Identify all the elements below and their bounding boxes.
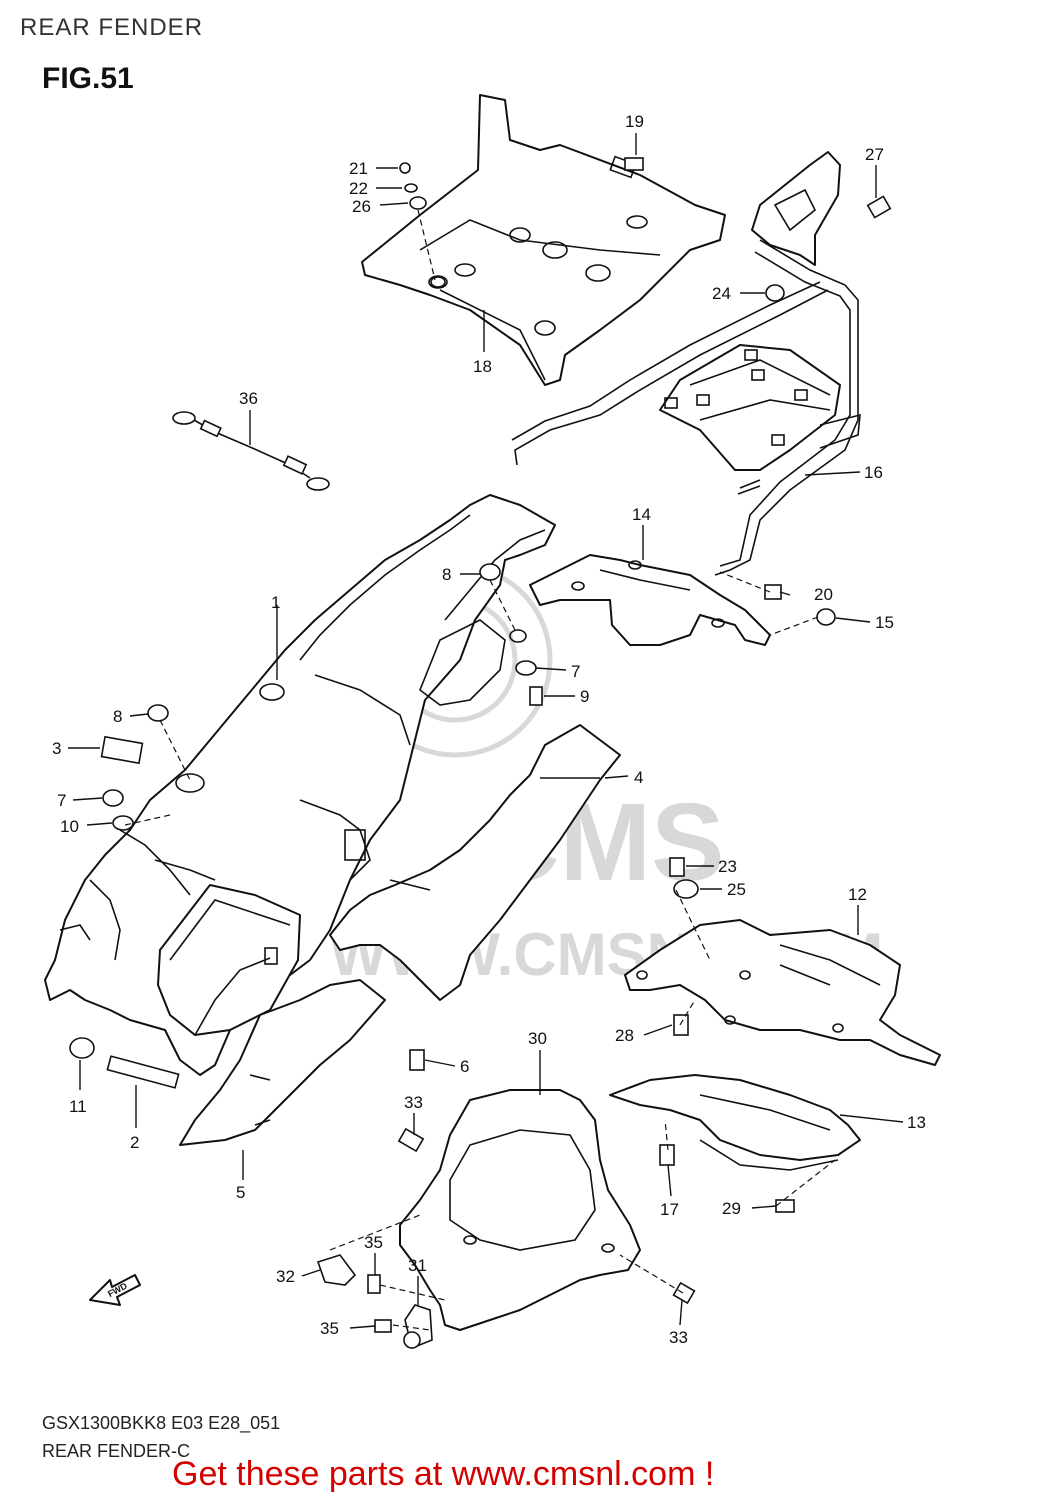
part-7-nut-2[interactable]: [515, 660, 537, 676]
part-11-cushion[interactable]: [69, 1037, 95, 1059]
part-12-cover[interactable]: [624, 919, 941, 1066]
part-6-bolt[interactable]: [409, 1049, 425, 1071]
callout-7-left[interactable]: 7: [57, 791, 66, 810]
part-32-bracket[interactable]: [316, 1254, 357, 1286]
part-18-tray[interactable]: [361, 94, 726, 386]
callout-12[interactable]: 12: [848, 885, 867, 904]
callout-2[interactable]: 2: [130, 1133, 139, 1152]
part-24-nut[interactable]: [765, 284, 785, 302]
part-29-screw[interactable]: [775, 1199, 795, 1213]
callout-19[interactable]: 19: [625, 112, 644, 131]
callout-16[interactable]: 16: [864, 463, 883, 482]
part-26-grommet[interactable]: [409, 196, 427, 210]
callout-34[interactable]: 35: [364, 1233, 383, 1252]
callout-10[interactable]: 10: [60, 817, 79, 836]
callout-35[interactable]: 35: [320, 1319, 339, 1338]
callout-25[interactable]: 25: [727, 880, 746, 899]
part-33-bolt[interactable]: [397, 1127, 425, 1153]
part-22-washer[interactable]: [404, 183, 418, 193]
callout-8[interactable]: 8: [442, 565, 451, 584]
callout-20[interactable]: 20: [814, 585, 833, 604]
part-14-bracket[interactable]: [529, 554, 771, 646]
hardware: [69, 157, 892, 1350]
part-20-bolt[interactable]: [764, 584, 782, 600]
callout-4[interactable]: 4: [634, 768, 643, 787]
part-17-bolt[interactable]: [659, 1144, 675, 1166]
part-1-rear-fender[interactable]: [44, 494, 556, 1076]
part-2-label[interactable]: [106, 1055, 180, 1089]
part-21-screw[interactable]: [399, 162, 411, 174]
part-8-grommet-2[interactable]: [147, 704, 169, 722]
part-9-bolt[interactable]: [529, 686, 543, 706]
callout-11[interactable]: 11: [69, 1097, 87, 1116]
part-5-sheet[interactable]: [179, 979, 386, 1146]
cta-link[interactable]: Get these parts at www.cmsnl.com !: [172, 1455, 715, 1493]
callout-8-left[interactable]: 8: [113, 707, 122, 726]
callout-14[interactable]: 14: [632, 505, 651, 524]
callout-9[interactable]: 9: [580, 687, 589, 706]
part-33-bolt-2[interactable]: [672, 1281, 696, 1305]
callout-3[interactable]: 3: [52, 739, 61, 758]
callout-13[interactable]: 13: [907, 1113, 926, 1132]
assembly-lines: [124, 209, 836, 1331]
callout-17[interactable]: 17: [660, 1200, 679, 1219]
callout-31[interactable]: 31: [408, 1256, 427, 1275]
part-7-nut[interactable]: [102, 789, 124, 807]
callout-22[interactable]: 22: [349, 179, 368, 198]
diagram-subtitle: REAR FENDER-C: [42, 1441, 191, 1461]
part-13-cover[interactable]: [609, 1074, 861, 1171]
callout-36[interactable]: 36: [239, 389, 258, 408]
part-30-cover[interactable]: [399, 1089, 641, 1331]
callout-15[interactable]: 15: [875, 613, 894, 632]
callout-6[interactable]: 6: [460, 1057, 469, 1076]
part-3-pad[interactable]: [100, 735, 144, 765]
part-36-cable[interactable]: [172, 411, 330, 491]
callout-24[interactable]: 24: [712, 284, 731, 303]
callout-29[interactable]: 29: [722, 1199, 741, 1218]
part-28-bolt[interactable]: [673, 1014, 689, 1036]
callout-labels: 21 22 26 19 27 24 18 36 16 14 8 20 15 1 …: [52, 112, 926, 1347]
part-27-bracket[interactable]: [751, 151, 841, 266]
part-10-washer[interactable]: [112, 815, 134, 831]
callout-30[interactable]: 30: [528, 1029, 547, 1048]
fwd-arrow-icon: FWD: [89, 1274, 141, 1306]
model-code: GSX1300BKK8 E03 E28_051: [42, 1413, 281, 1433]
part-23-collar[interactable]: [669, 857, 685, 877]
callout-26[interactable]: 26: [352, 197, 371, 216]
part-27-bolt[interactable]: [866, 195, 892, 219]
callout-7[interactable]: 7: [571, 662, 580, 681]
callout-21[interactable]: 21: [349, 159, 368, 178]
callout-1[interactable]: 1: [271, 593, 280, 612]
part-15-clip[interactable]: [816, 608, 836, 626]
callout-27[interactable]: 27: [865, 145, 884, 164]
callout-5[interactable]: 5: [236, 1183, 245, 1202]
page-heading: REAR FENDER: [20, 14, 204, 41]
callout-33-bottom[interactable]: 33: [669, 1328, 688, 1347]
part-34-bolt[interactable]: [367, 1274, 381, 1294]
part-35-bolt[interactable]: [374, 1319, 392, 1333]
part-4-sheet[interactable]: [329, 724, 621, 1001]
figure-number: FIG.51: [42, 62, 134, 95]
callout-18[interactable]: 18: [473, 357, 492, 376]
leader-lines: [68, 133, 904, 1329]
part-25-grommet[interactable]: [673, 879, 699, 899]
callout-32[interactable]: 32: [276, 1267, 295, 1286]
callout-23[interactable]: 23: [718, 857, 737, 876]
part-8-grommet[interactable]: [479, 563, 501, 581]
part-19-cushion[interactable]: [624, 157, 644, 171]
part-16-frame[interactable]: [511, 239, 861, 576]
callout-33-top[interactable]: 33: [404, 1093, 423, 1112]
callout-28[interactable]: 28: [615, 1026, 634, 1045]
